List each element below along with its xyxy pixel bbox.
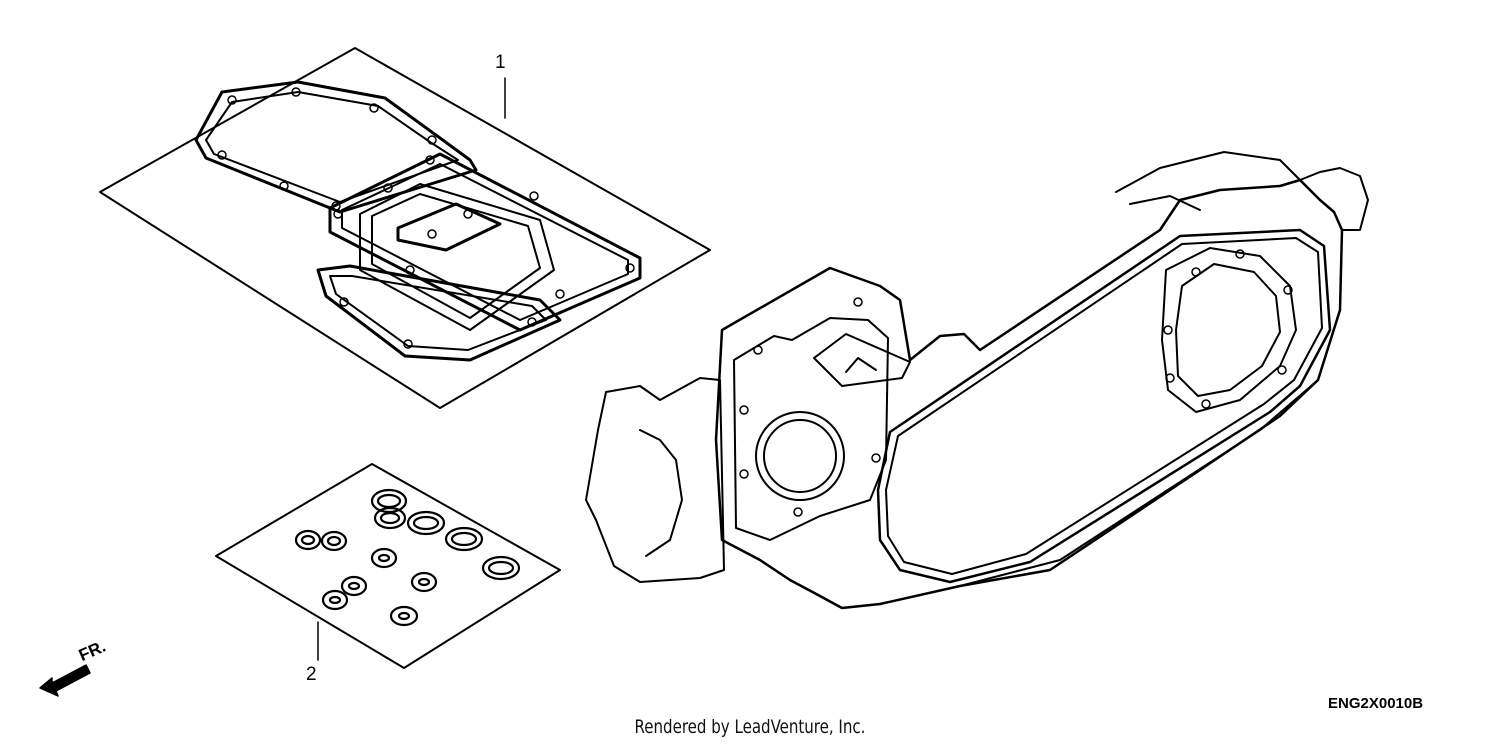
lower-gasket [318, 266, 560, 360]
oring-sheet-outline [216, 464, 560, 668]
callout-2: 2 [306, 664, 317, 685]
cover-gasket [196, 82, 476, 212]
gasket-kit-a[interactable] [100, 48, 710, 408]
footer-credit: Rendered by LeadVenture, Inc. [634, 716, 866, 738]
crankcase-gasket [330, 154, 640, 330]
inner-gasket [360, 184, 554, 330]
gear-case [586, 378, 724, 582]
oring-set [296, 490, 519, 625]
gasket-kit-b[interactable] [216, 464, 560, 668]
plate-gasket [398, 204, 500, 250]
clutch-gasket [1162, 248, 1296, 412]
diagram-code: ENG2X0010B [1328, 695, 1424, 712]
belt-cover-gasket [878, 230, 1330, 582]
gasket-sheet-outline [100, 48, 710, 408]
front-arrow-icon [40, 665, 90, 696]
cylinder-face [734, 318, 888, 540]
callout-1: 1 [495, 52, 506, 73]
engine-assembly [586, 152, 1368, 608]
